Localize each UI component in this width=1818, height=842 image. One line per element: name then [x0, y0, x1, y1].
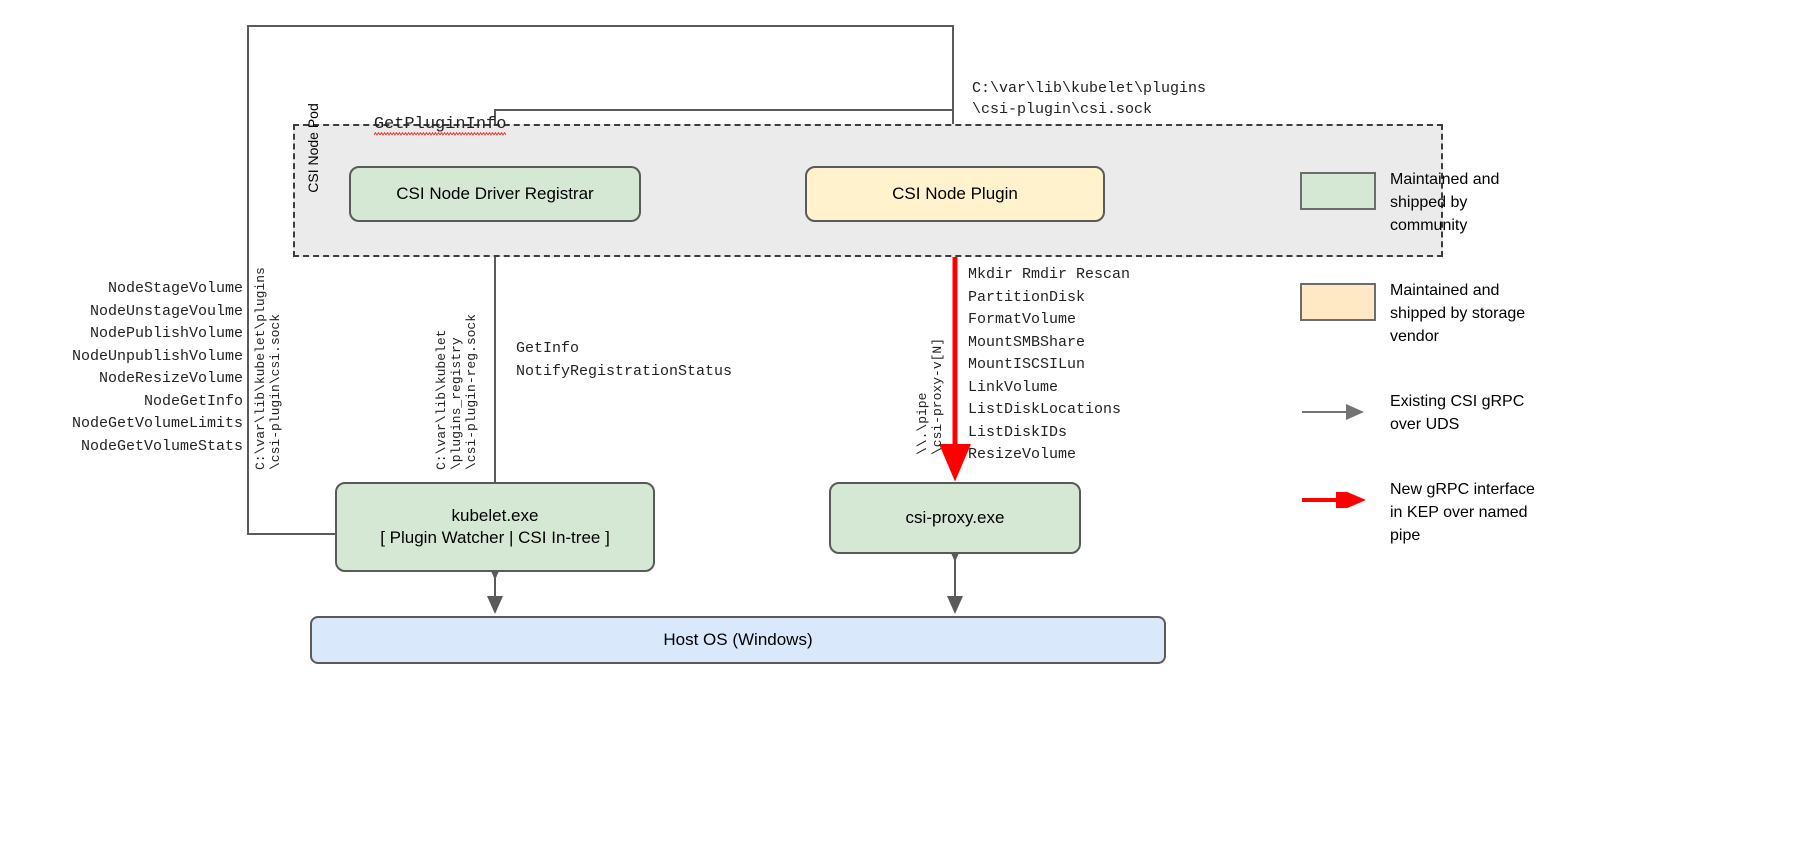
- node-service-call-item: NodeGetVolumeLimits: [71, 415, 243, 432]
- csi-node-pod-label: CSI Node Pod: [302, 103, 324, 250]
- csi-node-pod-label-text: CSI Node Pod: [305, 103, 321, 193]
- csi-proxy-call-item: FormatVolume: [968, 311, 1077, 328]
- node-csi-node-plugin[interactable]: CSI Node Plugin: [805, 166, 1105, 222]
- node-kubelet-exe[interactable]: kubelet.exe [ Plugin Watcher | CSI In-tr…: [335, 482, 655, 572]
- csi-proxy-call-item: MountSMBShare: [968, 333, 1086, 351]
- csi-proxy-call-item: Mkdir Rmdir Rescan: [968, 266, 1131, 283]
- legend: Maintained and shipped by community Main…: [1300, 168, 1800, 589]
- node-csi-node-driver-registrar[interactable]: CSI Node Driver Registrar: [349, 166, 641, 222]
- node-service-call-item: NodeStageVolume: [107, 280, 243, 297]
- named-pipe-vertical-label: \\.\pipe \csi-proxy-v[N]: [915, 337, 945, 455]
- legend-swatch-community-wrap: [1300, 168, 1390, 210]
- legend-arrow-gray-wrap: [1300, 390, 1390, 420]
- legend-item-vendor: Maintained and shipped by storage vendor: [1300, 279, 1800, 348]
- registry-socket-vertical-label: C:\var\lib\kubelet \plugins_registry \cs…: [434, 313, 479, 470]
- legend-arrow-gray-icon: [1302, 404, 1364, 420]
- node-service-call-item: NodeUnstageVoulme: [89, 302, 243, 320]
- node-host-os[interactable]: Host OS (Windows): [310, 616, 1166, 664]
- node-service-call-item: NodePublishVolume: [89, 325, 243, 342]
- node-csi-proxy-exe[interactable]: csi-proxy.exe: [829, 482, 1081, 554]
- legend-label-new-grpc: New gRPC interface in KEP over named pip…: [1390, 481, 1535, 544]
- plugin-socket-path-label: C:\var\lib\kubelet\plugins \csi-plugin\c…: [972, 80, 1207, 118]
- csi-proxy-call-item: PartitionDisk: [968, 288, 1086, 306]
- legend-swatch-community-icon: [1300, 172, 1376, 210]
- legend-item-new-grpc: New gRPC interface in KEP over named pip…: [1300, 478, 1800, 547]
- node-csi-node-driver-registrar-label: CSI Node Driver Registrar: [396, 183, 594, 203]
- csi-proxy-call-item: LinkVolume: [968, 378, 1059, 396]
- node-service-call-item: NodeGetInfo: [143, 392, 243, 410]
- node-csi-proxy-exe-label: csi-proxy.exe: [905, 507, 1005, 527]
- node-kubelet-exe-line1: kubelet.exe: [451, 505, 539, 525]
- legend-arrow-red-icon: [1302, 492, 1366, 508]
- get-plugin-info-label: GetPluginInfo: [333, 96, 507, 153]
- node-csi-node-plugin-label: CSI Node Plugin: [892, 183, 1018, 203]
- node-service-call-item: NodeGetVolumeStats: [80, 437, 243, 455]
- csi-socket-vertical-label: C:\var\lib\kubelet\plugins \csi-plugin\c…: [253, 267, 283, 470]
- node-service-call-item: NodeUnpublishVolume: [71, 347, 243, 365]
- csi-proxy-call-item: ListDiskIDs: [968, 423, 1068, 441]
- get-plugin-info-text: GetPluginInfo: [373, 115, 507, 136]
- registration-calls-label: GetInfo NotifyRegistrationStatus: [516, 340, 733, 380]
- legend-arrow-red-wrap: [1300, 478, 1390, 508]
- legend-swatch-vendor-wrap: [1300, 279, 1390, 321]
- csi-proxy-call-item: ResizeVolume: [968, 446, 1077, 463]
- legend-swatch-vendor-icon: [1300, 283, 1376, 321]
- legend-label-vendor: Maintained and shipped by storage vendor: [1390, 282, 1526, 345]
- legend-item-community: Maintained and shipped by community: [1300, 168, 1800, 237]
- legend-label-community: Maintained and shipped by community: [1390, 171, 1500, 234]
- node-kubelet-exe-line2: [ Plugin Watcher | CSI In-tree ]: [380, 528, 610, 547]
- node-host-os-label: Host OS (Windows): [663, 629, 813, 649]
- csi-proxy-call-item: MountISCSILun: [968, 356, 1086, 373]
- node-service-call-item: NodeResizeVolume: [98, 370, 243, 387]
- csi-proxy-call-item: ListDiskLocations: [968, 401, 1122, 418]
- legend-label-existing-csi: Existing CSI gRPC over UDS: [1390, 393, 1525, 433]
- legend-item-existing-csi: Existing CSI gRPC over UDS: [1300, 390, 1800, 436]
